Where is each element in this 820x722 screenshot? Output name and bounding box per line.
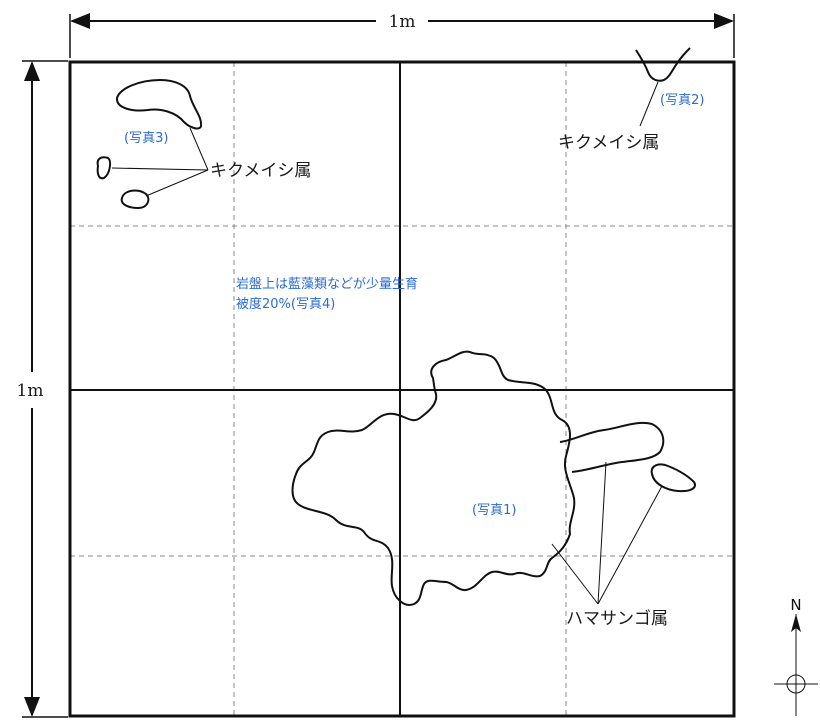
- photo2-label: (写真2): [660, 93, 704, 108]
- leader-photo2: [639, 81, 659, 127]
- kikumeishi-label-left: キクメイシ属: [210, 161, 311, 181]
- width-dimension: 1m: [69, 12, 735, 58]
- photo1-label: (写真1): [472, 503, 516, 518]
- leaders-photo1: [551, 461, 663, 605]
- note-line-2: 被度20%(写真4): [236, 296, 335, 312]
- height-dimension: 1m: [17, 60, 68, 718]
- kikumeishi-colonies-top-left: [96, 78, 203, 210]
- hamasango-colonies-right: [559, 421, 696, 493]
- height-label: 1m: [17, 381, 44, 401]
- kikumeishi-colony-top-right: [635, 47, 691, 82]
- kikumeishi-label-top-right: キクメイシ属: [558, 133, 659, 153]
- north-arrow-icon: N: [774, 596, 818, 716]
- leaders-photo3: [111, 127, 209, 197]
- photo3-label: (写真3): [124, 131, 168, 146]
- note-line-1: 岩盤上は藍藻類などが少量生育: [236, 276, 418, 292]
- hamasango-colony-main: [291, 350, 576, 606]
- width-label: 1m: [389, 12, 416, 32]
- hamasango-label: ハマサンゴ属: [566, 608, 668, 629]
- north-label: N: [790, 596, 801, 614]
- main-grid: [70, 62, 734, 716]
